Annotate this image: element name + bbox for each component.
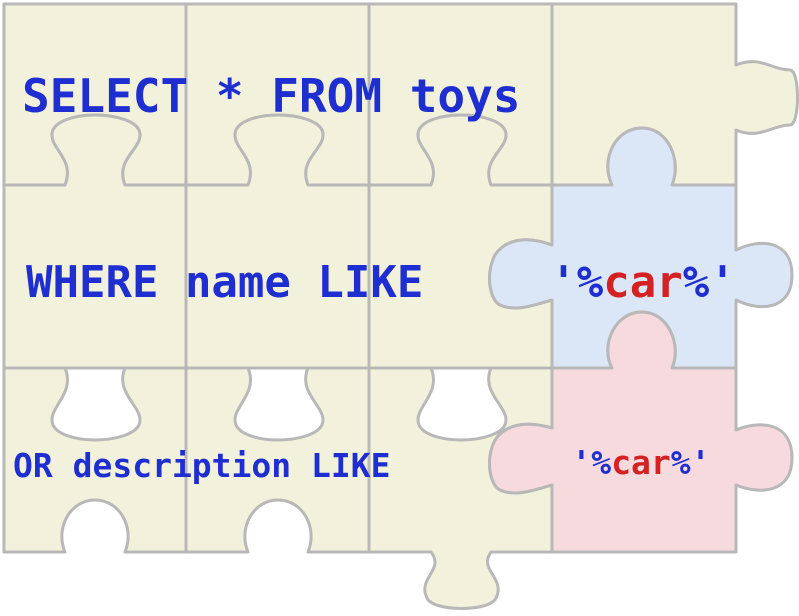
puzzle-piece-r2c2 <box>184 113 371 370</box>
sql-or-line: OR description LIKE <box>13 446 391 485</box>
puzzle-piece-r3c2 <box>184 366 371 554</box>
like-pattern-2: '%car%' <box>571 443 710 482</box>
sql-select-line: SELECT * FROM toys <box>22 69 521 123</box>
pattern-1-open: '% <box>550 257 603 308</box>
puzzle-piece-r2c1 <box>2 113 188 370</box>
pattern-1-close: %' <box>683 257 736 308</box>
like-pattern-1: '%car%' <box>550 257 735 308</box>
pattern-1-keyword: car <box>603 257 682 308</box>
pattern-2-close: %' <box>671 443 711 482</box>
pattern-2-keyword: car <box>611 443 671 482</box>
puzzle-piece-red <box>488 310 794 554</box>
pattern-2-open: '% <box>571 443 611 482</box>
puzzle-piece-r3c1 <box>2 366 188 554</box>
sql-where-line: WHERE name LIKE <box>26 257 423 308</box>
